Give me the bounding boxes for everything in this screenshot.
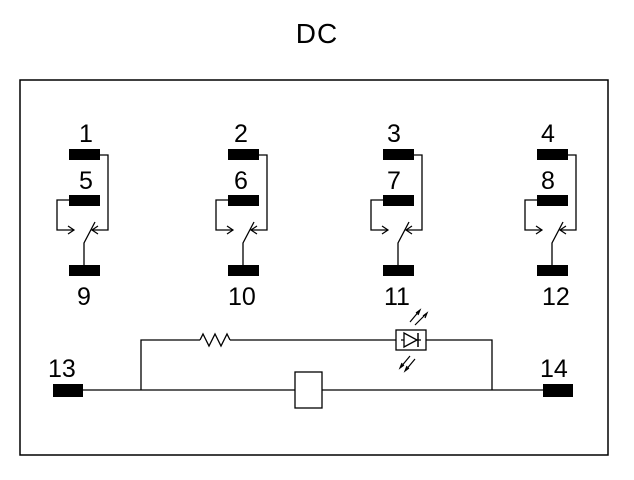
contact-group-2: 2 6 10 [215,120,268,311]
switch-blade-3 [397,221,410,265]
terminal-label-7: 7 [387,167,401,195]
no-wire-4 [524,199,542,231]
nc-wire-4 [560,154,577,231]
terminal-pad-13 [53,384,83,397]
terminal-label-11: 11 [384,283,410,311]
terminal-label-3: 3 [387,120,401,148]
terminal-pad-1 [69,149,100,160]
terminal-label-10: 10 [228,283,256,311]
terminal-label-13: 13 [48,355,76,383]
terminal-pad-4 [537,149,568,160]
terminal-pad-11 [383,265,414,276]
contact-group-3: 3 7 11 [370,120,423,311]
terminal-pad-10 [228,265,259,276]
terminal-pad-14 [543,384,573,397]
contact-arrows-1 [67,225,99,235]
terminal-pad-3 [383,149,414,160]
nc-wire-1 [92,154,109,231]
coil-icon [294,371,323,409]
coil-circuit: 13 14 [48,308,573,409]
terminal-label-1: 1 [79,120,93,148]
terminal-pad-12 [537,265,568,276]
terminal-label-5: 5 [79,167,93,195]
terminal-label-4: 4 [541,120,555,148]
led-icon [395,308,429,373]
contact-group-4: 4 8 12 [524,120,577,311]
switch-blade-4 [551,221,564,265]
bypass-wire-right [426,339,493,390]
contact-arrows-4 [535,225,567,235]
bypass-wire-left [140,339,200,390]
nc-wire-2 [251,154,268,231]
terminal-pad-6 [228,195,259,206]
no-wire-1 [56,199,74,231]
no-wire-2 [215,199,233,231]
terminal-label-8: 8 [541,167,555,195]
contact-arrows-3 [381,225,413,235]
diagram-title: DC [295,18,339,49]
terminal-label-2: 2 [234,120,248,148]
terminal-pad-7 [383,195,414,206]
diagram-border [19,79,609,456]
terminal-pad-5 [69,195,100,206]
contact-arrows-2 [226,225,258,235]
terminal-pad-2 [228,149,259,160]
terminal-label-9: 9 [77,283,91,311]
nc-wire-3 [406,154,423,231]
switch-blade-1 [83,221,96,265]
contact-group-1: 1 5 9 [56,120,109,311]
switch-blade-2 [242,221,255,265]
terminal-pad-8 [537,195,568,206]
terminal-label-6: 6 [234,167,248,195]
terminal-label-14: 14 [540,355,568,383]
no-wire-3 [370,199,388,231]
terminal-pad-9 [69,265,100,276]
resistor-icon [199,332,231,348]
terminal-label-12: 12 [542,283,570,311]
